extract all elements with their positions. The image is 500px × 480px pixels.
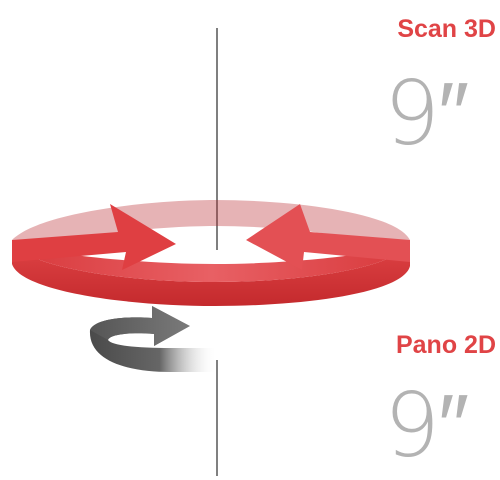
pano-2d-value: 9″ (384, 374, 469, 477)
pano-2d-label: Pano 2D (395, 331, 496, 359)
rotation-arrow-icon (89, 306, 217, 372)
scan-3d-label: Scan 3D (397, 15, 496, 43)
scan-3d-value: 9″ (384, 62, 469, 165)
rotation-ring-icon (12, 200, 410, 306)
